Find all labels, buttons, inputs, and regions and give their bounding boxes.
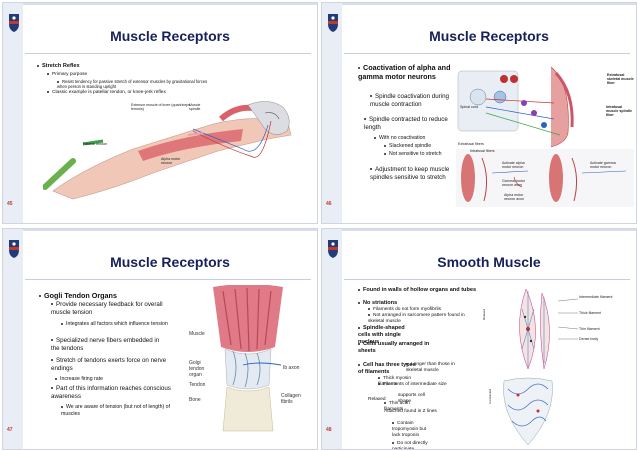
slide-45: Muscle Receptors Stretch Reflex Primary … (2, 2, 318, 224)
figure-label: Muscle (189, 331, 205, 337)
bullet-l1: No striations (358, 300, 397, 307)
slide-number: 47 (7, 427, 13, 433)
figure-label: Intrafusal fibers (470, 149, 495, 153)
bullet-l2: Spindle contracted to reduce length (364, 116, 448, 131)
bullet-l3: supports cell shape (398, 393, 425, 404)
university-shield-icon (9, 14, 19, 32)
figure-label: Bone (189, 397, 201, 403)
university-shield-icon (9, 240, 19, 258)
slide-sidebar (322, 229, 342, 449)
slide-number: 45 (7, 201, 13, 207)
slide-top-rule (23, 229, 317, 231)
figure-state-label: Relaxed (368, 397, 386, 402)
figure-state-label: Contracted (488, 389, 492, 404)
bullet-l2: Primary purpose (47, 72, 87, 78)
figure-label: Thin filament (579, 327, 600, 331)
figure-label: Patellar tendon (83, 142, 108, 146)
bullet-l2: Specialized nerve fibers embedded in the… (51, 337, 160, 352)
figure-label: Intrafusal muscle spindle fiber (606, 105, 632, 117)
bullet-l3: We are aware of tension (but not of leng… (61, 404, 171, 417)
bullet-l1: Stretch Reflex (37, 63, 80, 70)
bullet-l2: Filaments do not form myofibrils (368, 307, 441, 313)
bullet-l3: Contain tropomyosin but lack troponin (392, 421, 427, 438)
bullet-l3: Resist tendency for passive stretch of e… (57, 79, 208, 90)
figure-label: Extrafusal fibers (458, 142, 484, 146)
bullet-l2: Filaments of intermediate size (378, 382, 468, 388)
slide-title: Muscle Receptors (110, 28, 230, 44)
bullet-l2: Part of this information reaches conscio… (51, 385, 171, 400)
coactivation-diagram (456, 66, 634, 207)
slide-title: Smooth Muscle (437, 254, 541, 270)
slide-sidebar (3, 3, 23, 223)
bullet-l2: Thin actin filaments (384, 401, 410, 412)
bullet-l4: Slackened spindle (384, 143, 431, 150)
bullet-l3: Do not directly participate (392, 441, 428, 450)
slide-top-rule (23, 3, 317, 5)
figure-label: Gamma motor neuron axon (502, 179, 525, 187)
slide-sidebar (3, 229, 23, 449)
bullet-l2: Adjustment to keep muscle spindles sensi… (370, 166, 450, 181)
bullet-l3: Attached found in Z lines (384, 409, 437, 414)
bullet-l1: Cells usually arranged in sheets (358, 341, 430, 354)
bullet-l1: Cell has three types of filaments (358, 362, 416, 375)
bullet-l2: Not arranged in sarcomere pattern found … (368, 313, 465, 324)
slide-46: Muscle Receptors Coactivation of alpha a… (321, 2, 637, 224)
slide-title: Muscle Receptors (110, 254, 230, 270)
bullet-l3: Integrates all factors which influence t… (61, 321, 173, 328)
smooth-muscle-cells-figure (503, 289, 553, 446)
figure-label: Activate alpha motor neuron (502, 161, 525, 169)
slide-number: 46 (326, 201, 332, 207)
figure-label: Tendon (189, 382, 206, 388)
figure-label: Golgi tendon organ (189, 360, 205, 378)
bullet-l1: Gogli Tendon Organs (39, 291, 117, 300)
bullet-l1: Spindle-shaped cells with single nucleus (358, 325, 405, 345)
bullet-l1: Coactivation of alpha and gamma motor ne… (358, 63, 451, 81)
bullet-l2: Classic example is patellar tendon, or k… (47, 90, 166, 96)
title-divider (344, 279, 630, 280)
slide-top-rule (342, 3, 636, 5)
bullet-l1: Found in walls of hollow organs and tube… (358, 287, 488, 294)
slide-48: Smooth Muscle Found in walls of hollow o… (321, 228, 637, 450)
slide-title: Muscle Receptors (429, 28, 549, 44)
university-shield-icon (328, 240, 338, 258)
figure-label: Dense body (579, 337, 599, 341)
golgi-tendon-organ-figure (213, 285, 283, 432)
figure-label: Alpha motor neuron (161, 157, 181, 165)
slide-number: 48 (326, 427, 332, 433)
title-divider (25, 53, 311, 54)
slide-sidebar (322, 3, 342, 223)
slide-47: Muscle Receptors Gogli Tendon Organs Pro… (2, 228, 318, 450)
figure-state-label: Relaxed (482, 309, 486, 321)
figure-label: Intermediate filament (579, 295, 613, 299)
bullet-l2: Spindle coactivation during muscle contr… (370, 93, 449, 108)
figure-label: Thick filament (579, 311, 602, 315)
bullet-l2: Stretch of tendons exerts force on nerve… (51, 357, 167, 372)
figure-label: Alpha motor neuron axon (504, 193, 524, 201)
figure-label: Collagen fibrils (281, 393, 301, 405)
leader-lines (558, 298, 578, 340)
title-divider (344, 53, 630, 54)
bullet-l4: Not sensitive to stretch (384, 151, 444, 158)
figure-label: Extrafusal skeletal muscle fiber (607, 73, 634, 85)
figure-label: Spinal cord (460, 105, 478, 109)
knee-jerk-reflex-figure (43, 101, 292, 200)
slide-top-rule (342, 229, 636, 231)
figure-label: Muscle spindle (189, 103, 201, 111)
bullet-l3: Longer than those in skeletal muscle (406, 362, 455, 373)
university-shield-icon (328, 14, 338, 32)
title-divider (25, 279, 311, 280)
figure-label: Ib axon (283, 365, 300, 371)
figure-label: Extensor muscle of knee (quadriceps femo… (131, 103, 191, 111)
bullet-l2: Provide necessary feedback for overall m… (51, 301, 163, 316)
bullet-l3: Increase firing rate (55, 376, 103, 383)
figure-label: Activate gamma motor neuron (590, 161, 616, 169)
bullet-l2: Thick myosin filaments (378, 376, 411, 387)
bullet-l3: With no coactivation (374, 135, 425, 142)
